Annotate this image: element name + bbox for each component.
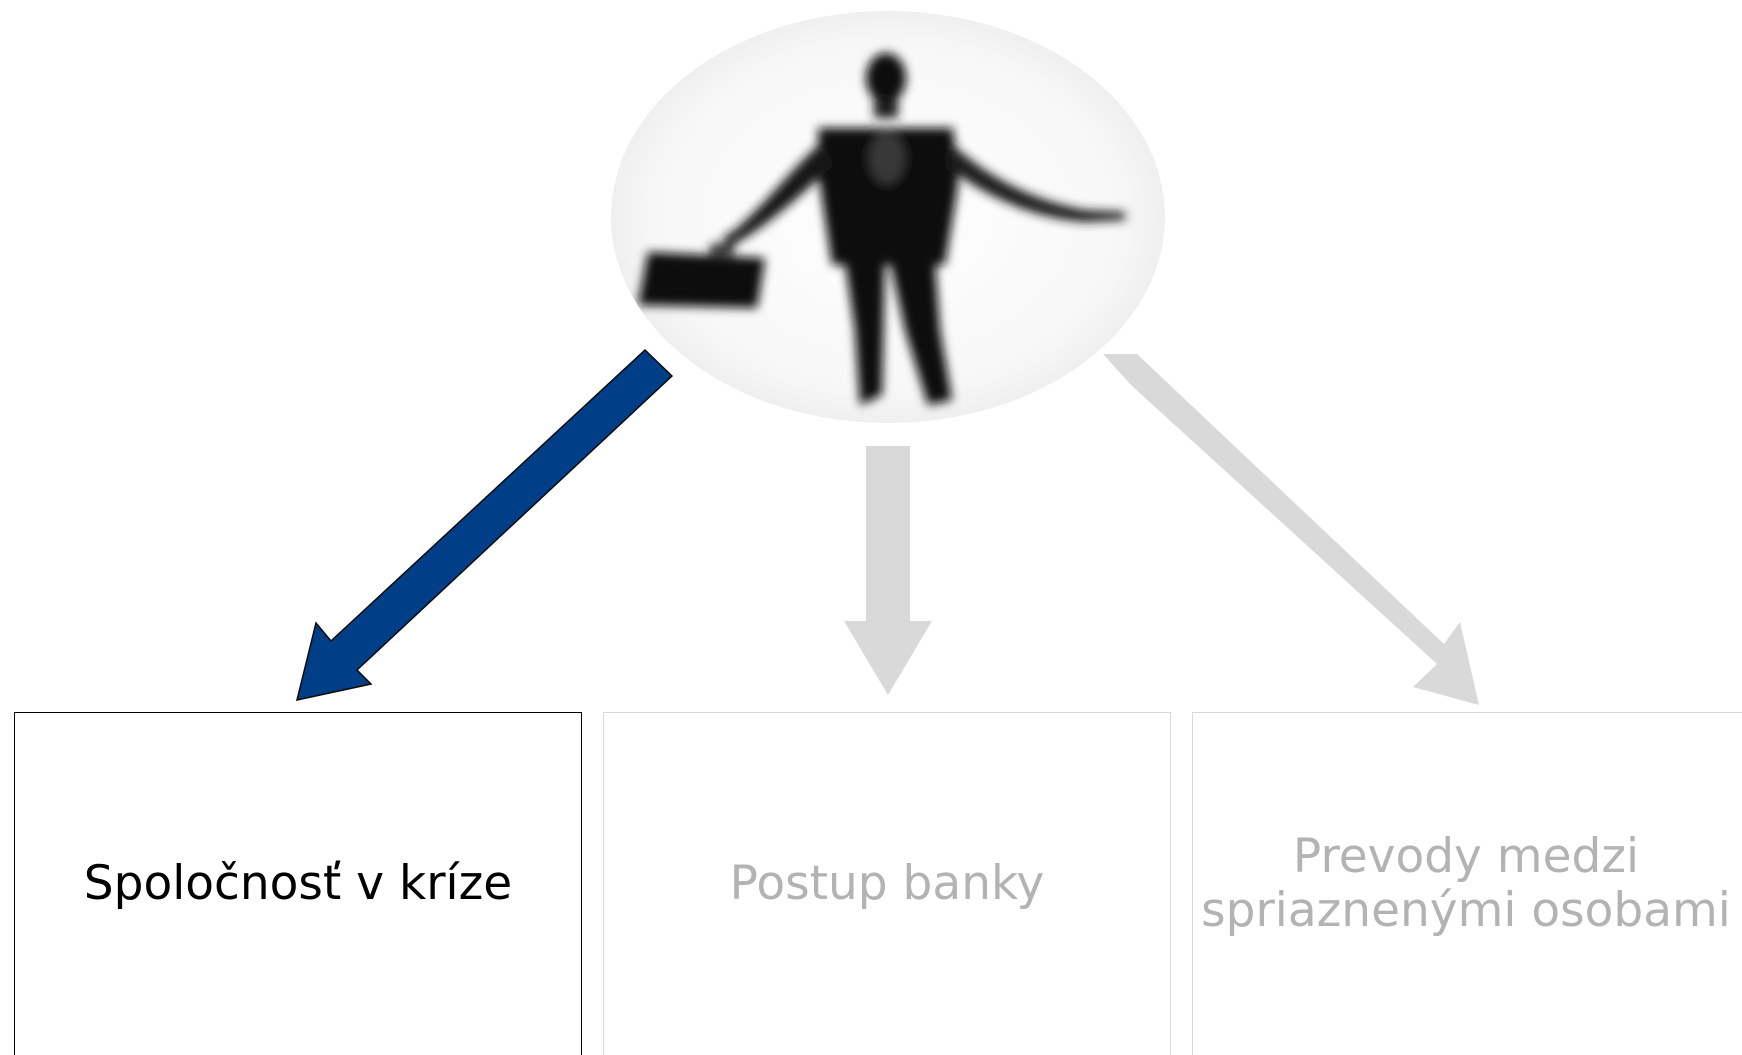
businessman-silhouette-icon [638,53,1125,405]
arrow-to-related-party-transfers [1103,354,1479,705]
businessman-photo [611,11,1165,423]
arrow-to-bank-procedure [844,446,932,695]
option-label: Spoločnosť v kríze [83,855,513,911]
option-box-company-in-crisis[interactable]: Spoločnosť v kríze [14,712,582,1055]
arrow-to-company-in-crisis [295,348,674,701]
option-label: Prevody medzi spriaznenými osobami [1201,828,1731,938]
option-box-related-party-transfers[interactable]: Prevody medzi spriaznenými osobami [1192,712,1742,1055]
option-label: Postup banky [729,855,1045,911]
option-box-bank-procedure[interactable]: Postup banky [603,712,1171,1055]
